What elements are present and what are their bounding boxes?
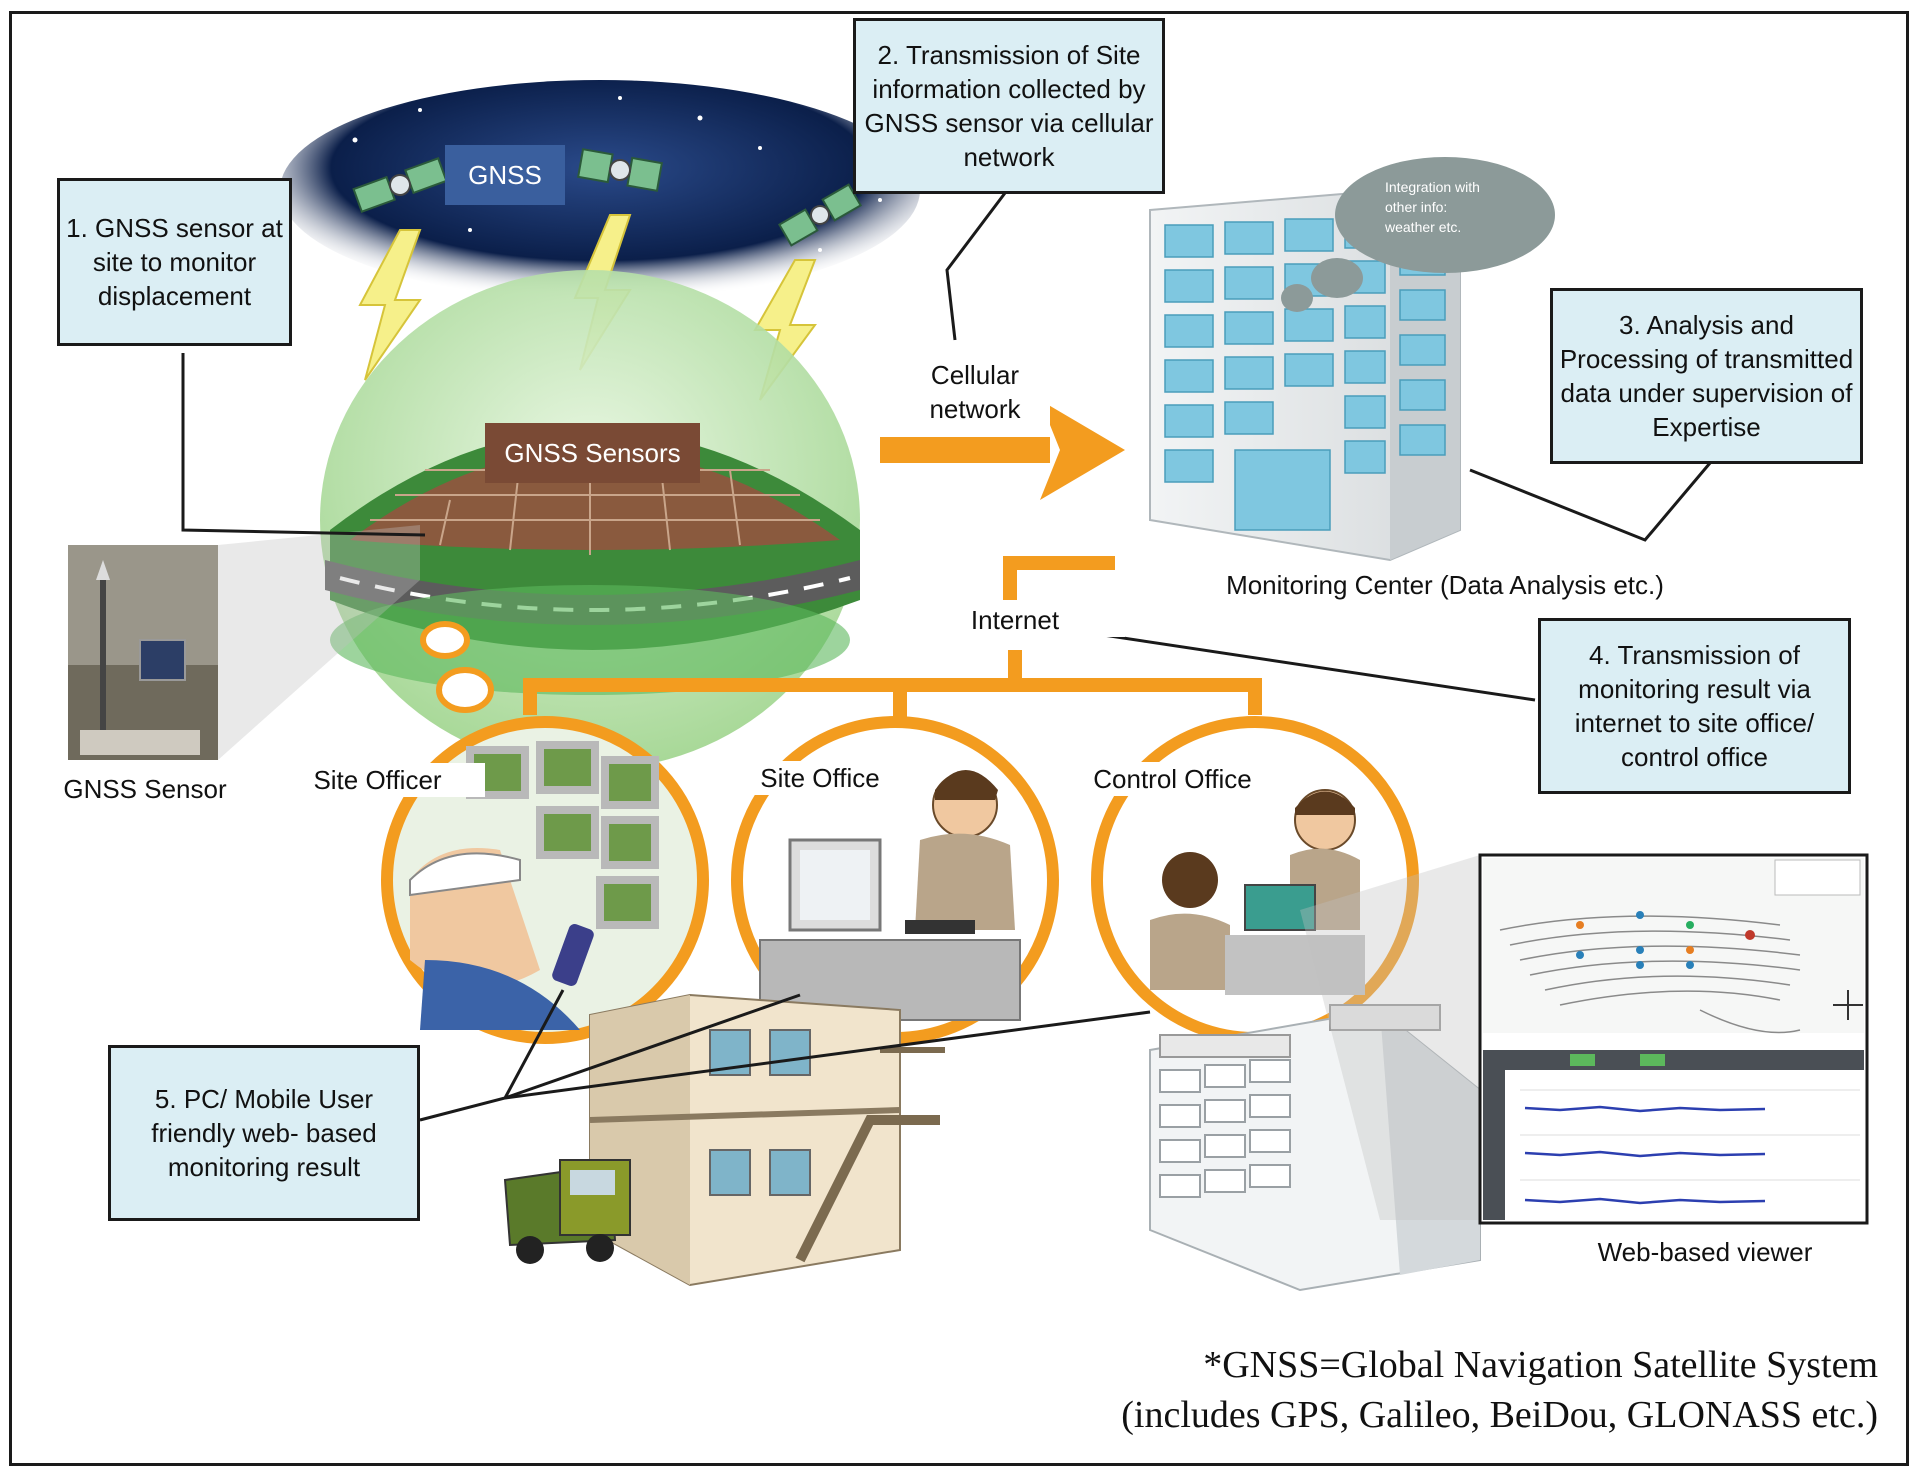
site-officer-label: Site Officer [270, 763, 485, 797]
satellite-icon [777, 183, 863, 247]
monitoring-center-label: Monitoring Center (Data Analysis etc.) [1170, 568, 1720, 602]
integration-bubble-text: Integration with other info: weather etc… [1385, 179, 1480, 235]
satellite-icon [352, 157, 448, 213]
callout-1-sensor: 1. GNSS sensor at site to monitor displa… [57, 178, 292, 346]
sensor-markers [1576, 911, 1755, 969]
site-office-building [589, 993, 945, 1287]
diagram-frame [9, 11, 1909, 1466]
callout-4-internet: 4. Transmission of monitoring result via… [1538, 618, 1851, 794]
slope-terraces [350, 450, 840, 550]
satellite-icon [577, 148, 663, 192]
truck-icon [503, 1159, 631, 1264]
site-officer-circle [381, 716, 709, 1044]
cellular-label-line2: network [929, 394, 1021, 424]
cellular-arrow-icon [880, 400, 1125, 500]
control-office-label: Control Office [1080, 762, 1265, 796]
cellular-network-label: Cellular network [900, 358, 1050, 426]
thought-bubble [420, 621, 470, 659]
compass-icon [1833, 990, 1863, 1020]
site-office-circle [731, 716, 1059, 1044]
photo-zoom-wedge [218, 525, 420, 760]
integration-bubble [1335, 157, 1555, 273]
web-viewer-panel [1300, 853, 1869, 1225]
internet-label: Internet [905, 603, 1125, 637]
night-sky [280, 80, 920, 300]
gnss-sensors-label: GNSS Sensors [504, 438, 681, 468]
gnss-sensor-photo-caption: GNSS Sensor [63, 774, 227, 804]
monitoring-center-building [1149, 188, 1461, 562]
footnote-line-2: (includes GPS, Galileo, BeiDou, GLONASS … [1121, 1394, 1878, 1436]
bubble-tail [1311, 258, 1363, 298]
control-office-building [1149, 1004, 1481, 1292]
time-series-lines [1524, 1105, 1766, 1205]
callout-5-web-result: 5. PC/ Mobile User friendly web- based m… [108, 1045, 420, 1221]
web-viewer-label: Web-based viewer [1597, 1237, 1813, 1267]
footnote: *GNSS=Global Navigation Satellite System… [978, 1340, 1878, 1440]
callout-2-transmission: 2. Transmission of Site information coll… [853, 18, 1165, 194]
bubble-tail [1281, 284, 1313, 312]
site-office-label: Site Office [735, 761, 905, 795]
callout-3-analysis: 3. Analysis and Processing of transmitte… [1550, 288, 1863, 464]
control-office-circle [1091, 716, 1419, 1044]
gnss-sky-label: GNSS [468, 160, 542, 190]
thought-bubble [436, 667, 494, 713]
gnss-sensors-label-bg [485, 423, 700, 483]
leader-lines [181, 192, 1712, 1122]
cellular-label-line1: Cellular [930, 360, 1020, 390]
footnote-line-1: *GNSS=Global Navigation Satellite System [1203, 1344, 1878, 1386]
gnss-sky-label-bg [445, 145, 565, 205]
